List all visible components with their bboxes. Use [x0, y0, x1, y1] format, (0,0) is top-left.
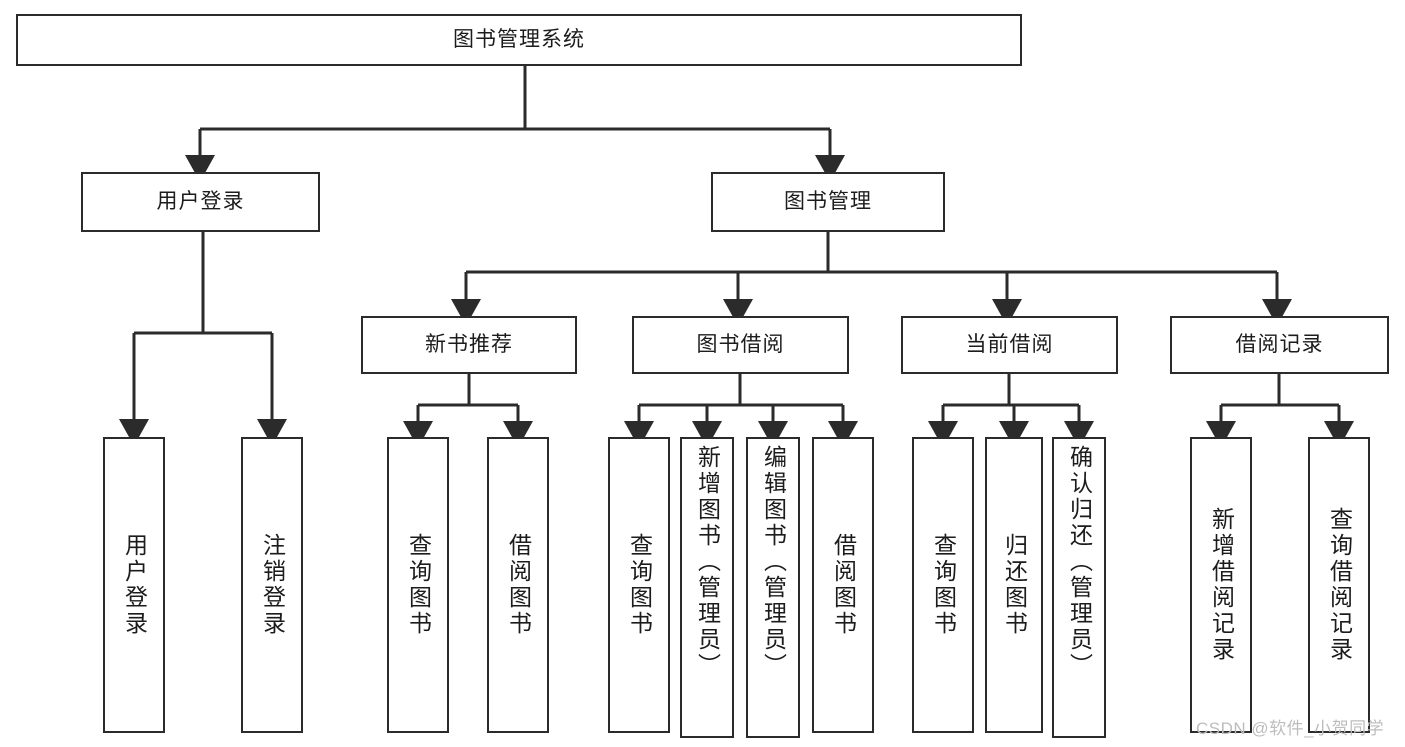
node-leaf-query-borrow-record[interactable]: 查询借阅记录 — [1308, 437, 1370, 733]
node-new-book-recommend-label: 新书推荐 — [425, 332, 513, 356]
node-leaf-add-book-admin-label: 新增图书（管理员） — [694, 445, 721, 679]
node-user-login[interactable]: 用户登录 — [81, 172, 320, 232]
node-book-manage[interactable]: 图书管理 — [711, 172, 945, 232]
node-leaf-edit-book-admin-label: 编辑图书（管理员） — [760, 445, 787, 679]
node-leaf-add-borrow-record[interactable]: 新增借阅记录 — [1190, 437, 1252, 733]
node-root-label: 图书管理系统 — [453, 27, 585, 51]
node-leaf-query-borrow-record-label: 查询借阅记录 — [1326, 507, 1353, 663]
node-leaf-user-logout[interactable]: 注销登录 — [241, 437, 303, 733]
node-leaf-user-logout-label: 注销登录 — [259, 533, 286, 637]
node-root[interactable]: 图书管理系统 — [16, 14, 1022, 66]
node-leaf-edit-book-admin[interactable]: 编辑图书（管理员） — [746, 437, 800, 738]
node-current-borrow[interactable]: 当前借阅 — [901, 316, 1118, 374]
node-current-borrow-label: 当前借阅 — [965, 332, 1054, 356]
node-leaf-query-book-cur[interactable]: 查询图书 — [912, 437, 974, 733]
node-leaf-query-book-bor-label: 查询图书 — [626, 533, 653, 637]
node-leaf-query-book-cur-label: 查询图书 — [930, 533, 957, 637]
node-leaf-borrow-book-rec-label: 借阅图书 — [505, 533, 532, 637]
node-borrow-record-label: 借阅记录 — [1235, 332, 1324, 356]
node-book-borrow[interactable]: 图书借阅 — [632, 316, 849, 374]
node-leaf-return-book-label: 归还图书 — [1001, 533, 1028, 637]
node-leaf-borrow-book-bor-label: 借阅图书 — [830, 533, 857, 637]
node-leaf-borrow-book-rec[interactable]: 借阅图书 — [487, 437, 549, 733]
node-leaf-add-book-admin[interactable]: 新增图书（管理员） — [680, 437, 734, 738]
node-leaf-user-login-label: 用户登录 — [121, 533, 148, 637]
node-borrow-record[interactable]: 借阅记录 — [1170, 316, 1389, 374]
node-leaf-add-borrow-record-label: 新增借阅记录 — [1208, 507, 1235, 663]
node-leaf-confirm-return-admin-label: 确认归还（管理员） — [1066, 445, 1093, 679]
node-book-manage-label: 图书管理 — [784, 189, 872, 213]
node-leaf-borrow-book-bor[interactable]: 借阅图书 — [812, 437, 874, 733]
node-leaf-query-book-rec-label: 查询图书 — [405, 533, 432, 637]
node-leaf-query-book-bor[interactable]: 查询图书 — [608, 437, 670, 733]
node-leaf-user-login[interactable]: 用户登录 — [103, 437, 165, 733]
node-leaf-return-book[interactable]: 归还图书 — [985, 437, 1043, 733]
node-new-book-recommend[interactable]: 新书推荐 — [361, 316, 577, 374]
node-leaf-confirm-return-admin[interactable]: 确认归还（管理员） — [1052, 437, 1106, 738]
node-user-login-label: 用户登录 — [156, 189, 245, 213]
node-book-borrow-label: 图书借阅 — [696, 332, 785, 356]
node-leaf-query-book-rec[interactable]: 查询图书 — [387, 437, 449, 733]
